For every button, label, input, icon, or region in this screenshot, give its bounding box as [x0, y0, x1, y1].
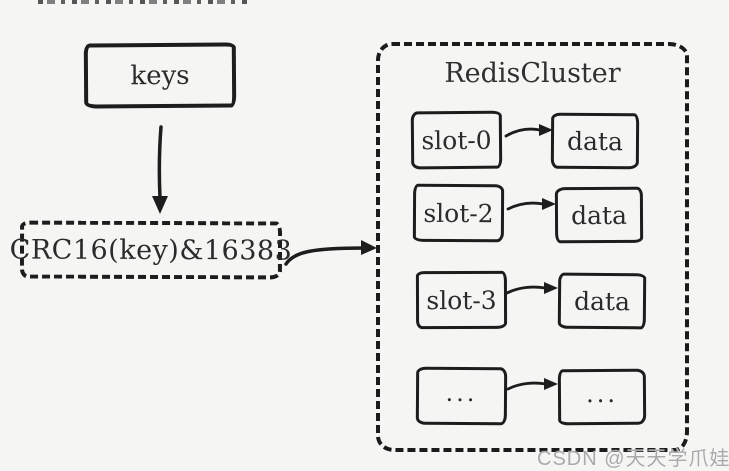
slot-label: slot-0 [421, 125, 492, 155]
slot-label: slot-2 [423, 198, 494, 228]
redis-cluster-container: RedisCluster slot-0 data slot-2 data slo… [376, 42, 689, 452]
keys-node: keys [83, 42, 237, 109]
slot-node: ... [415, 366, 508, 426]
ellipsis-slot-label: ... [445, 378, 478, 408]
hash-label: CRC16(key)&16383 [9, 234, 293, 266]
slot-label: slot-3 [426, 285, 497, 315]
data-node: ... [557, 368, 647, 426]
data-label: data [570, 200, 627, 230]
data-node: data [557, 272, 647, 330]
data-label: data [573, 286, 631, 316]
keys-label: keys [130, 60, 190, 91]
arrow-down-icon [152, 125, 168, 214]
ellipsis-data-label: ... [585, 379, 619, 409]
slot-node: slot-2 [412, 183, 505, 243]
watermark: CSDN @天天学爪娃 [537, 448, 729, 470]
slot-node: slot-0 [410, 110, 503, 170]
data-node: data [554, 186, 644, 244]
hash-function-node: CRC16(key)&16383 [10, 220, 292, 280]
cluster-title: RedisCluster [444, 58, 621, 89]
arrow-right-icon [284, 240, 377, 266]
slot-node: slot-3 [415, 270, 508, 330]
data-label: data [566, 126, 624, 156]
clipped-text-fragment [38, 0, 248, 4]
data-node: data [550, 112, 640, 170]
